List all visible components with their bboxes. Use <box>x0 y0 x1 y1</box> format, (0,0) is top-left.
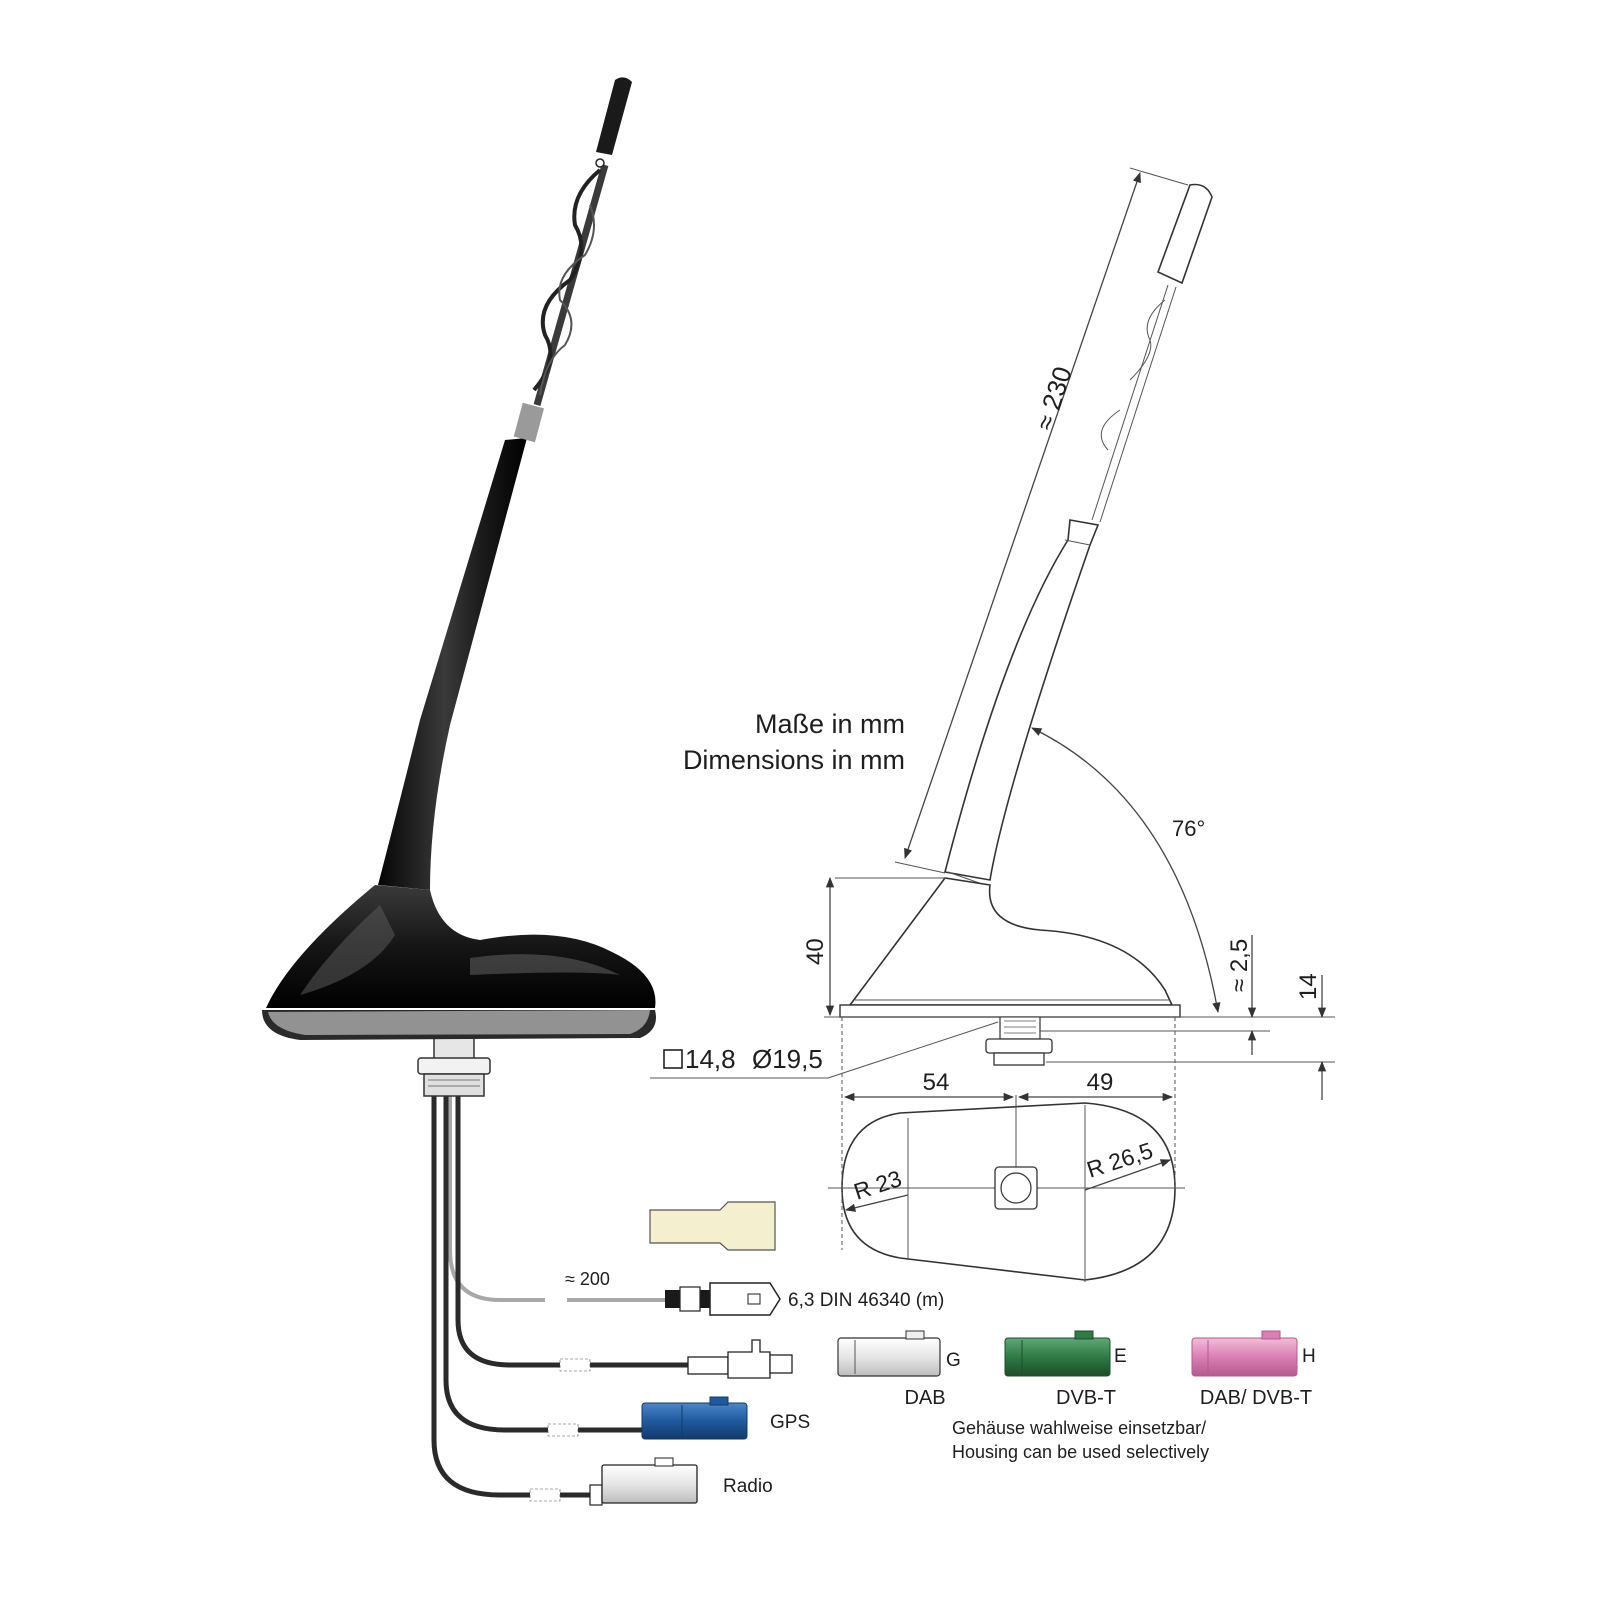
dab-dvbt-code-label: H <box>1302 1346 1316 1367</box>
dab-dvbt-label: DAB/ DVB-T <box>1200 1387 1312 1409</box>
flat-plug-label: 6,3 DIN 46340 (m) <box>788 1290 944 1311</box>
dab-label: DAB <box>904 1387 945 1409</box>
units-label-de: Maße in mm <box>755 709 905 739</box>
gps-connector <box>641 1396 748 1440</box>
height-40-dimension: 40 <box>802 938 829 965</box>
antenna-rendering <box>262 77 690 1502</box>
flat-plug-connector <box>665 1282 781 1316</box>
offset-dimension: ≈ 2,5 <box>1226 939 1253 992</box>
housing-note-en: Housing can be used selectively <box>952 1442 1209 1462</box>
top-view-drawing <box>828 1017 1185 1282</box>
dab-dvbt-housing <box>1191 1330 1298 1377</box>
cable-length-label: ≈ 200 <box>565 1269 610 1289</box>
length-dimension: ≈ 230 <box>1029 363 1078 434</box>
antenna-base <box>262 885 656 1040</box>
cable-bundle <box>431 1090 690 1502</box>
radio-label: Radio <box>723 1476 773 1497</box>
sleeve-insulator <box>649 1201 776 1251</box>
width-left-dimension: 54 <box>923 1069 950 1096</box>
mounting-nut <box>417 1034 491 1097</box>
side-view-drawing <box>650 167 1335 1100</box>
radio-connector <box>589 1457 698 1506</box>
height-14-dimension: 14 <box>1295 973 1322 1000</box>
housing-note-de: Gehäuse wahlweise einsetzbar/ <box>952 1418 1206 1438</box>
dab-housing <box>837 1330 941 1377</box>
dab-code-label: G <box>946 1350 961 1371</box>
antenna-mast <box>378 77 632 890</box>
diameter-dimension: Ø19,5 <box>752 1044 823 1074</box>
square-dimension: 14,8 <box>685 1044 736 1074</box>
dvbt-label: DVB-T <box>1056 1387 1116 1409</box>
width-right-dimension: 49 <box>1087 1069 1114 1096</box>
units-label-en: Dimensions in mm <box>683 745 905 775</box>
dvbt-code-label: E <box>1114 1346 1127 1367</box>
gps-label: GPS <box>770 1412 810 1433</box>
dvbt-housing <box>1004 1330 1111 1377</box>
square-symbol-icon <box>663 1049 683 1069</box>
angle-dimension: 76° <box>1172 816 1205 841</box>
dab-cable-connector <box>687 1339 793 1379</box>
